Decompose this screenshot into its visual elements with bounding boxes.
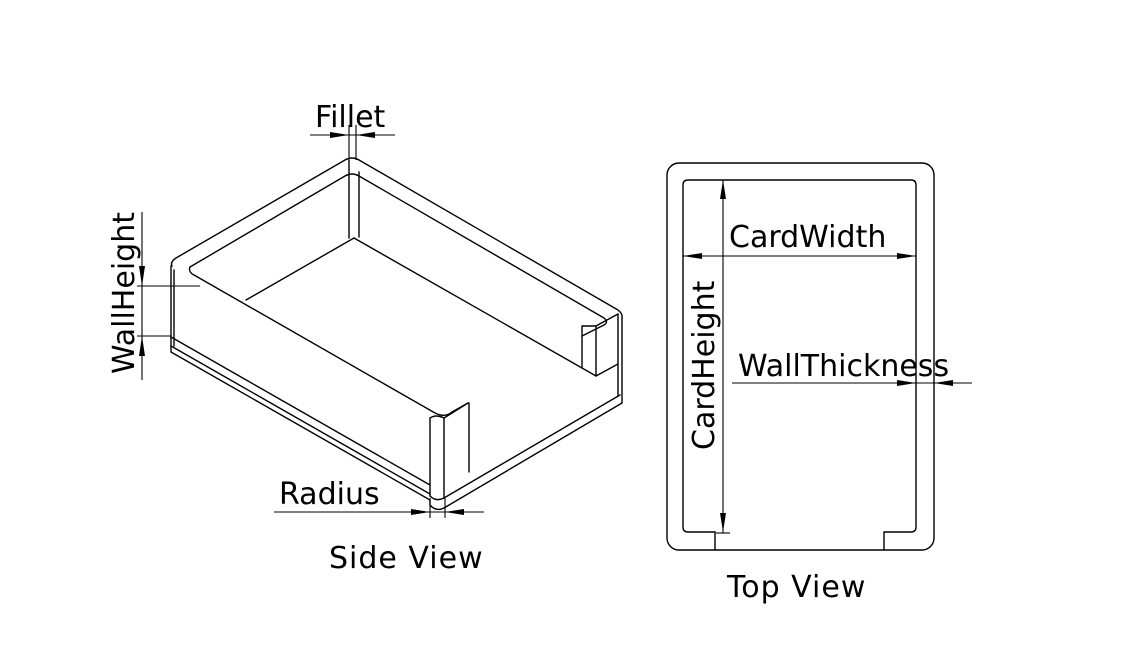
wall-thickness-arrow-left — [897, 380, 916, 386]
card-width-dimension: CardWidth — [683, 220, 916, 259]
inner-rim — [188, 266, 469, 416]
card-width-arrow-right — [897, 253, 916, 259]
radius-arrow-right — [445, 509, 464, 515]
outer-rim — [170, 157, 623, 319]
floor-edge-left — [245, 237, 355, 301]
card-height-dimension: CardHeight — [687, 180, 730, 534]
card-height-arrow-bottom — [720, 513, 726, 532]
side-view-title: Side View — [329, 541, 484, 576]
front-post — [429, 415, 445, 499]
radius-label: Radius — [279, 477, 380, 512]
inner-rim-back — [189, 173, 608, 337]
wall-thickness-label: WallThickness — [738, 349, 949, 384]
side-view — [170, 157, 623, 511]
wall-thickness-dimension: WallThickness — [732, 349, 972, 386]
top-view — [666, 162, 935, 551]
fillet-label: Fillet — [315, 100, 386, 135]
fillet-arrow-left — [330, 132, 349, 138]
card-width-label: CardWidth — [729, 220, 886, 255]
wall-height-label: WallHeight — [107, 212, 142, 374]
wall-height-dimension: WallHeight — [107, 212, 200, 380]
base-front-right — [429, 394, 621, 501]
radius-dimension: Radius — [274, 477, 484, 518]
right-post-top — [595, 313, 619, 327]
right-post — [581, 325, 597, 377]
right-post-base — [595, 363, 619, 377]
post-top — [443, 402, 469, 419]
base-bottom-left — [170, 345, 431, 501]
base-bottom-right — [429, 402, 623, 511]
card-width-arrow-left — [683, 253, 702, 259]
card-height-arrow-top — [720, 180, 726, 199]
outer-outline — [666, 162, 935, 551]
fillet-arrow-right — [356, 132, 375, 138]
fillet-dimension: Fillet — [310, 100, 395, 160]
wall-thickness-arrow-right — [934, 380, 953, 386]
wall-base-line — [170, 345, 431, 495]
wall-top-line — [170, 336, 431, 486]
top-view-title: Top View — [726, 570, 866, 605]
wall-height-arrow-bottom — [139, 336, 145, 356]
wall-height-arrow-top — [139, 266, 145, 286]
inner-outline — [682, 179, 917, 551]
card-height-label: CardHeight — [687, 280, 722, 450]
radius-arrow-left — [411, 509, 430, 515]
floor-edge-right — [353, 237, 583, 369]
